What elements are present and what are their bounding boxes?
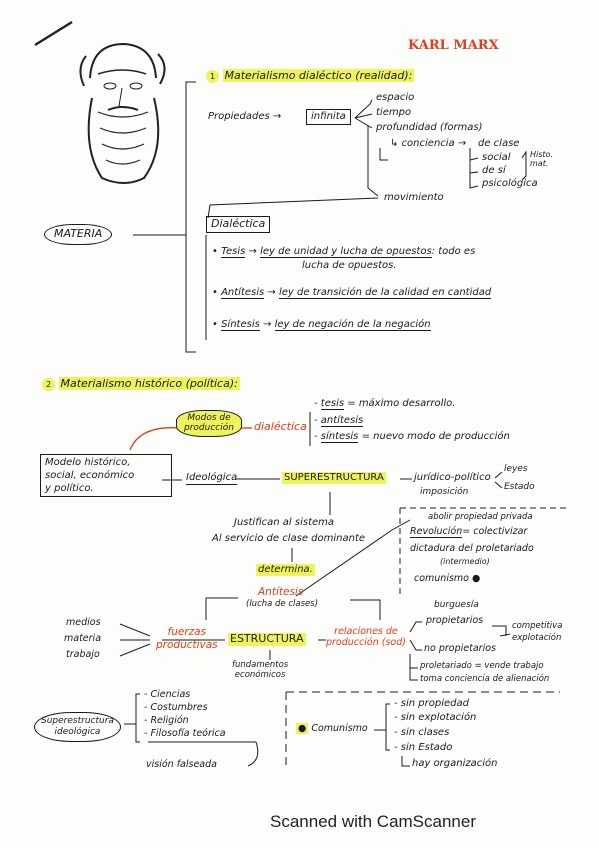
state: Estado [504, 482, 535, 492]
consciousness-self: de sí [482, 165, 506, 176]
abolish-private-property: abolir propiedad privada [428, 512, 533, 522]
thesis-continuation: lucha de opuestos. [302, 260, 397, 271]
revolution-line: Revolución= colectivizar [410, 526, 528, 538]
section1-heading-text: Materialismo dialéctico (realidad): [222, 69, 415, 82]
non-owners: no propietarios [424, 643, 496, 654]
organization: hay organización [412, 758, 498, 769]
means-media: medios [66, 617, 101, 628]
property-depth: profundidad (formas) [376, 122, 483, 133]
determines: determina. [256, 564, 315, 576]
infinite-box: infinita [306, 109, 351, 125]
dialectic-box: Dialéctica [206, 216, 271, 233]
consciousness-social: social [482, 152, 511, 163]
owners: propietarios [426, 615, 484, 626]
bourgeoisie: burguesía [434, 600, 479, 610]
histo-mat-note: Histo. mat. [530, 150, 553, 169]
service-dominant-class: Al servicio de clase dominante [212, 533, 366, 544]
justify-system: Justifican al sistema [234, 517, 335, 528]
consciousness-class: de clase [478, 138, 520, 149]
ideol-item-philosophy: - Filosofía teórica [144, 728, 226, 739]
section2-heading-text: Materialismo histórico (política): [58, 377, 240, 390]
laws: leyes [504, 464, 528, 474]
communism-small: comunismo ● [414, 573, 481, 584]
means-matter: materia [64, 633, 102, 644]
proletariat: proletariado = vende trabajo [420, 661, 544, 671]
ideol-item-sciences: - Ciencias [144, 689, 191, 700]
document-title: KARL MARX [408, 38, 499, 53]
dialectic-item-synthesis: - síntesis = nuevo modo de producción [314, 431, 510, 443]
historical-model-box: Modelo histórico, social, económico y po… [40, 454, 172, 497]
ideological-label: Ideológica [186, 472, 238, 485]
communism-label: ● Comunismo [296, 723, 368, 734]
structure-label: ESTRUCTURA [228, 632, 306, 646]
ideol-item-religion: - Religión [144, 715, 189, 726]
ideol-item-customs: - Costumbres [144, 702, 208, 713]
comm-item-no-state: - sin Estado [394, 742, 453, 753]
section2-heading: 2 Materialismo histórico (política): [42, 377, 240, 391]
economic-foundations: fundamentos económicos [232, 660, 289, 681]
property-time: tiempo [376, 107, 412, 118]
section1-number-badge: 1 [206, 70, 219, 83]
matter-node: MATERIA [44, 224, 113, 245]
class-struggle: (lucha de clases) [246, 599, 319, 609]
antithesis-line: • Antítesis → ley de transición de la ca… [212, 287, 492, 299]
consciousness-psych: psicológica [482, 178, 538, 189]
production-relations: relaciones de producción (sod) [326, 626, 406, 649]
scanner-watermark: Scanned with CamScanner [270, 812, 477, 831]
false-vision: visión falseada [146, 759, 217, 770]
productive-forces: fuerzas productivas [156, 626, 218, 651]
comm-item-no-classes: - sin clases [394, 727, 450, 738]
comm-item-no-exploitation: - sin explotación [394, 712, 477, 723]
dialectic-item-antithesis: - antítesis [314, 415, 364, 427]
juridical-political: jurídico-político [414, 472, 491, 483]
intermediate: (intermedio) [440, 557, 490, 566]
antithesis-red: Antítesis [258, 586, 304, 598]
section1-heading: 1 Materialismo dialéctico (realidad): [206, 69, 415, 83]
means-labor: trabajo [66, 649, 100, 660]
properties-label: Propiedades → [208, 111, 282, 122]
section2-number-badge: 2 [42, 378, 55, 391]
ideological-superstructure-node: Superestructura ideológica [34, 712, 121, 742]
synthesis-line: • Síntesis → ley de negación de la negac… [212, 319, 431, 331]
dialectic-item-thesis: - tesis = máximo desarrollo. [314, 398, 456, 410]
modes-of-production-node: Modos de producción [176, 410, 242, 437]
dialectic-red: dialéctica [254, 420, 307, 433]
karl-marx-portrait [79, 42, 166, 184]
exploitation: explotación [512, 633, 562, 643]
competition: competitiva [512, 621, 563, 631]
property-space: espacio [376, 92, 415, 103]
superstructure-label: SUPERESTRUCTURA [282, 472, 386, 484]
alienation: toma conciencia de alienación [420, 674, 550, 684]
movement: movimiento [384, 192, 444, 203]
thesis-line: • Tesis → ley de unidad y lucha de opues… [212, 246, 476, 258]
comm-item-no-property: - sin propiedad [394, 698, 469, 709]
dictatorship: dictadura del proletariado [410, 543, 534, 554]
imposition: imposición [420, 487, 469, 497]
consciousness-label: ↳ conciencia → [390, 138, 467, 149]
